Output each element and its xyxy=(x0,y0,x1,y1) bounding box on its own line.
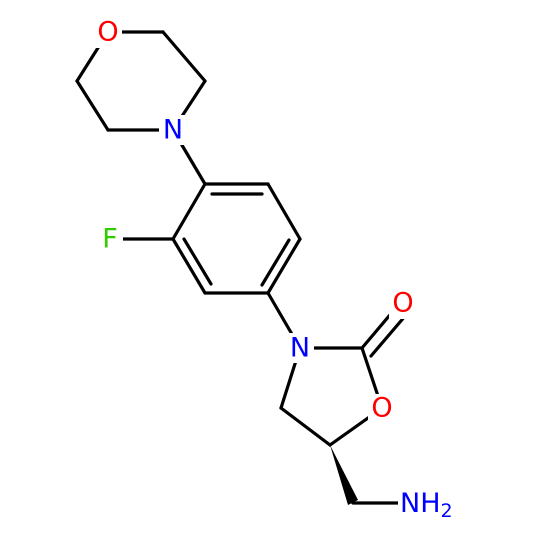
atom-o-ring: O xyxy=(368,393,396,424)
atom-n-morpholine-label: N xyxy=(163,115,183,146)
atom-n-oxazolidinone: N xyxy=(286,333,314,364)
atom-fluorine-label: F xyxy=(102,224,118,255)
bond-morph-2 xyxy=(161,30,207,83)
atom-nh2: NH2 xyxy=(398,488,460,523)
wedge-bond xyxy=(330,445,358,505)
bond-ar-5 xyxy=(171,237,207,295)
atom-nh2-label: NH2 xyxy=(400,488,453,523)
atom-n-oxazolidinone-label: N xyxy=(290,333,310,364)
atom-fluorine: F xyxy=(97,224,123,255)
atom-o-carbonyl-label: O xyxy=(392,288,413,319)
atom-o-carbonyl: O xyxy=(389,288,417,319)
bond-ar-5-inner xyxy=(182,237,213,286)
bond-carbonyl-b xyxy=(369,313,408,358)
atom-o-morpholine-label: O xyxy=(97,17,118,48)
bond-ar-3-inner xyxy=(260,238,291,287)
atom-nh2-main: NH xyxy=(400,488,441,519)
bond-morph-5 xyxy=(75,79,110,132)
atom-o-ring-label: O xyxy=(371,393,392,424)
atom-nh2-subscript: 2 xyxy=(441,500,453,522)
atom-n-morpholine: N xyxy=(159,115,187,146)
benzene-ring xyxy=(171,182,302,295)
bond-ox-c5-c4 xyxy=(279,406,332,447)
bond-ar-6 xyxy=(171,182,207,241)
atom-o-morpholine: O xyxy=(94,17,122,48)
bond-ar-3 xyxy=(266,237,302,295)
bond-ar-2 xyxy=(266,182,302,241)
